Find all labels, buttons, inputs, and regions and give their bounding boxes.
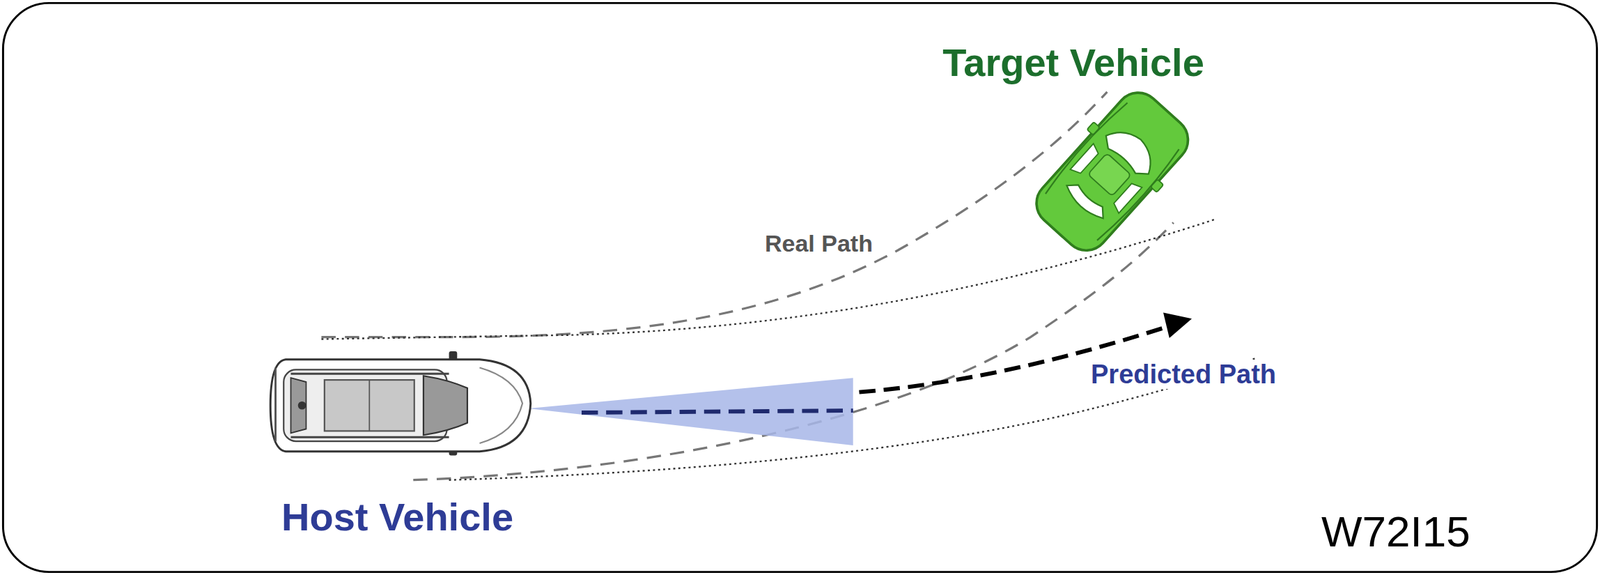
figure-code: W72I15 (1318, 508, 1474, 555)
real-path-line (321, 91, 1107, 338)
vehicle-label: Target Vehicle (939, 41, 1208, 84)
arrowhead (1163, 312, 1192, 338)
vehicle-label: Host Vehicle (278, 495, 517, 538)
path-label: Real Path (762, 229, 876, 257)
sensor-beam (528, 377, 854, 446)
predicted-path-arrow (581, 410, 854, 413)
real-path-line (413, 222, 1174, 480)
host-vehicle (270, 351, 531, 455)
path-label: Predicted Path (1088, 359, 1279, 389)
target-vehicle (1022, 79, 1202, 264)
